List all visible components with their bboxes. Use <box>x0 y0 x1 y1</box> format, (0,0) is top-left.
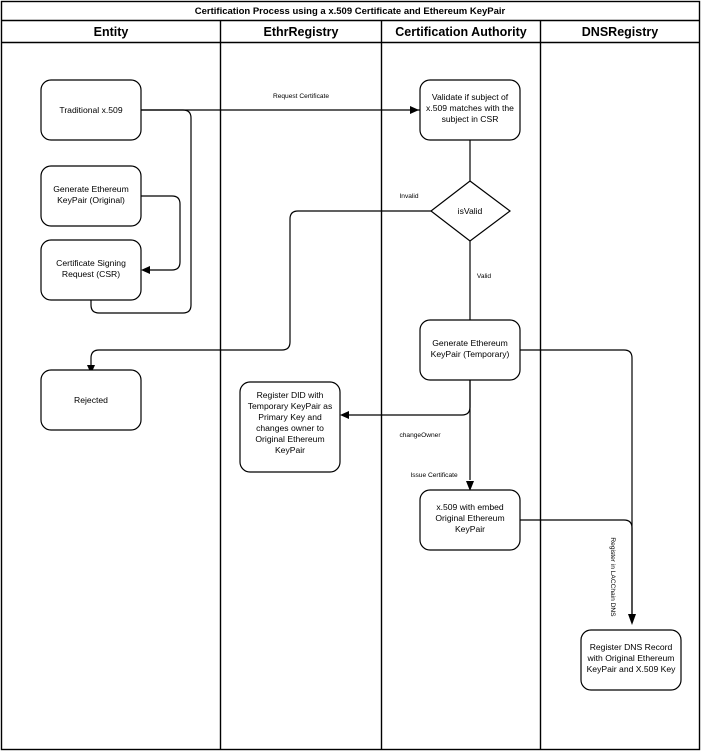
node-csr-line-1: Request (CSR) <box>62 269 120 279</box>
node-generate-keypair-temporary-line-1: KeyPair (Temporary) <box>431 349 510 359</box>
node-validate-subject[interactable]: Validate if subject of x.509 matches wit… <box>419 79 521 141</box>
node-generate-keypair-original-shape[interactable] <box>40 165 142 227</box>
node-register-did-line-2: Primary Key and <box>258 412 322 422</box>
node-generate-keypair-temporary-line-0: Generate Ethereum <box>432 338 507 348</box>
edge-csr-to-request-certificate <box>90 109 192 314</box>
arrowhead-register-did-in <box>340 411 349 419</box>
node-generate-keypair-temporary-shape[interactable] <box>419 319 521 381</box>
node-register-did[interactable]: Register DID with Temporary KeyPair as P… <box>239 381 341 473</box>
diagram-title: Certification Process using a x.509 Cert… <box>195 6 506 17</box>
node-validate-subject-shape[interactable] <box>419 79 521 141</box>
lane-header-certification-authority: Certification Authority <box>395 25 527 39</box>
node-register-did-line-3: changes owner to <box>256 423 324 433</box>
arrowhead-validate-in <box>410 106 419 114</box>
node-csr-shape[interactable] <box>40 239 142 301</box>
edge-label-request-certificate: Request Certificate <box>273 93 329 100</box>
node-validate-subject-line-0: Validate if subject of <box>432 92 509 102</box>
node-x509-embed[interactable]: x.509 with embed Original Ethereum KeyPa… <box>419 489 521 551</box>
node-x509-embed-shape[interactable] <box>419 489 521 551</box>
node-x509-embed-line-1: Original Ethereum <box>435 513 504 523</box>
node-rejected-shape[interactable] <box>40 369 142 431</box>
node-csr[interactable]: Certificate Signing Request (CSR) <box>40 239 142 301</box>
node-register-did-line-4: Original Ethereum <box>255 434 324 444</box>
edge-x509-embed-to-dns <box>520 519 633 614</box>
node-traditional-x509-shape[interactable] <box>40 79 142 141</box>
lane-header-dnsregistry: DNSRegistry <box>582 25 658 39</box>
node-traditional-x509[interactable]: Traditional x.509 <box>40 79 142 141</box>
node-x509-embed-line-0: x.509 with embed <box>436 502 504 512</box>
edge-label-change-owner: changeOwner <box>399 432 441 439</box>
node-validate-subject-line-1: x.509 matches with the <box>426 103 514 113</box>
edge-keypair-original-to-csr <box>141 195 181 271</box>
node-register-did-line-5: KeyPair <box>275 445 305 455</box>
edge-keypair-temporary-to-dns <box>520 349 633 614</box>
node-register-dns-record[interactable]: Register DNS Record with Original Ethere… <box>580 629 682 691</box>
node-register-did-line-0: Register DID with <box>257 390 324 400</box>
node-register-dns-record-line-0: Register DNS Record <box>590 642 673 652</box>
node-register-dns-record-line-1: with Original Ethereum <box>587 653 675 663</box>
arrowhead-csr-in <box>141 266 150 274</box>
edge-label-issue-certificate: Issue Certificate <box>410 472 458 479</box>
edge-label-invalid: Invalid <box>399 193 418 200</box>
node-csr-line-0: Certificate Signing <box>56 258 126 268</box>
node-register-dns-record-line-2: KeyPair and X.509 Key <box>587 664 677 674</box>
node-traditional-x509-line-0: Traditional x.509 <box>59 105 122 115</box>
arrowhead-x509-embed-in <box>466 481 474 491</box>
node-generate-keypair-temporary[interactable]: Generate Ethereum KeyPair (Temporary) <box>419 319 521 381</box>
node-rejected[interactable]: Rejected <box>40 369 142 431</box>
node-x509-embed-line-2: KeyPair <box>455 524 485 534</box>
edge-label-register-lacchain-dns: Register in LACChain DNS <box>609 537 616 617</box>
node-generate-keypair-original-line-1: KeyPair (Original) <box>57 195 125 205</box>
lane-header-ethrregistry: EthrRegistry <box>263 25 338 39</box>
node-register-dns-record-shape[interactable] <box>580 629 682 691</box>
node-is-valid-line-0: isValid <box>458 206 483 216</box>
node-generate-keypair-original[interactable]: Generate Ethereum KeyPair (Original) <box>40 165 142 227</box>
node-rejected-line-0: Rejected <box>74 395 108 405</box>
node-generate-keypair-original-line-0: Generate Ethereum <box>53 184 128 194</box>
edge-label-valid: Valid <box>477 273 492 280</box>
arrowhead-register-dns-in <box>628 614 636 625</box>
edge-invalid-to-rejected <box>90 210 431 365</box>
lane-header-entity: Entity <box>94 25 129 39</box>
node-is-valid[interactable]: isValid <box>430 180 511 242</box>
node-validate-subject-line-2: subject in CSR <box>442 114 499 124</box>
node-register-did-line-1: Temporary KeyPair as <box>248 401 333 411</box>
node-is-valid-shape[interactable] <box>430 180 511 242</box>
node-register-did-shape[interactable] <box>239 381 341 473</box>
